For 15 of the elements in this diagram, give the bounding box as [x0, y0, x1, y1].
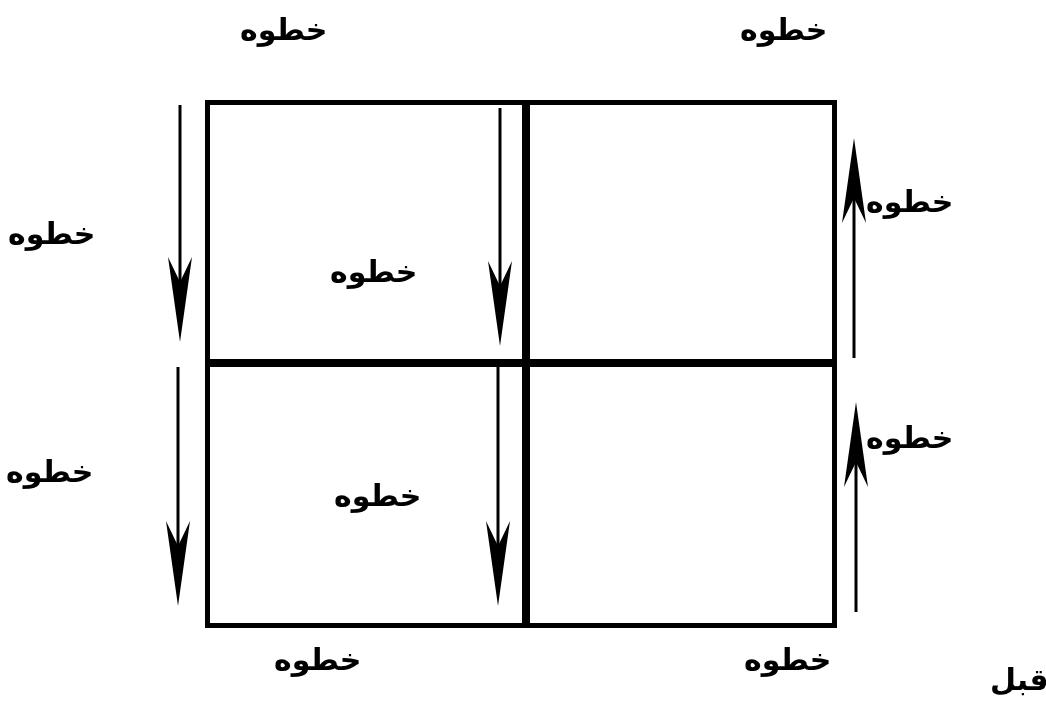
grid-cell [525, 100, 837, 364]
step-label: خطوه [240, 11, 328, 49]
step-label: خطوه [334, 477, 422, 515]
step-label: خطوه [740, 11, 828, 49]
step-label: خطوه [866, 183, 954, 221]
step-label: خطوه [866, 419, 954, 457]
step-label: خطوه [6, 453, 94, 491]
step-label: قبل [990, 661, 1046, 699]
step-label: خطوه [8, 215, 96, 253]
step-label: خطوه [274, 641, 362, 679]
step-label: خطوه [330, 253, 418, 291]
grid-cell [205, 100, 527, 364]
grid-cell [525, 362, 837, 628]
grid-cell [205, 362, 527, 628]
step-label: خطوه [744, 641, 832, 679]
